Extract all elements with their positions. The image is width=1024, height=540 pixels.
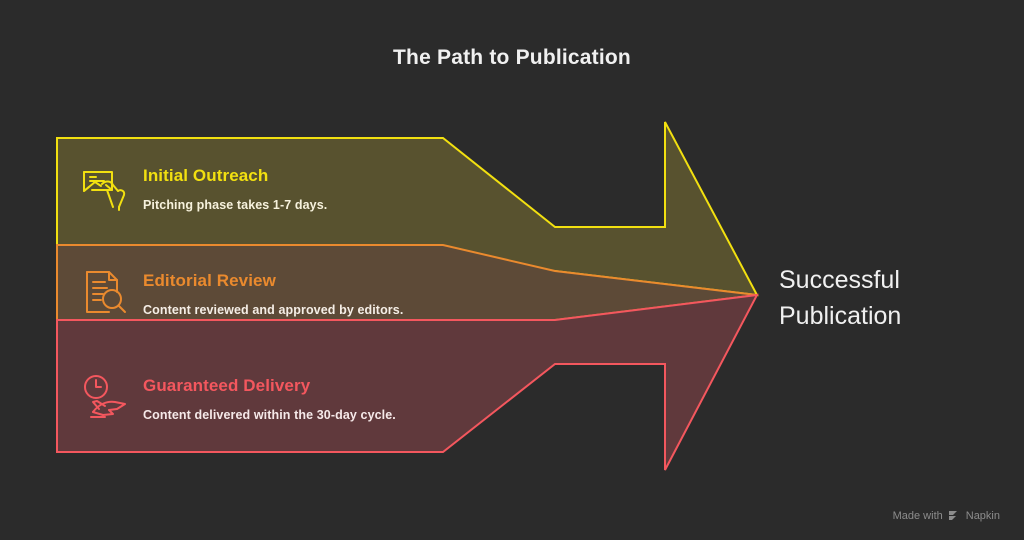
envelope-in-hand-icon <box>83 171 126 211</box>
napkin-logo-icon <box>948 511 957 520</box>
watermark: Made with Napkin <box>893 509 1000 522</box>
stage-text-2: Editorial Review Content reviewed and ap… <box>143 271 403 317</box>
outcome-label: Successful Publication <box>779 266 902 330</box>
document-magnifier-icon <box>86 271 126 313</box>
stage-text-1: Initial Outreach Pitching phase takes 1-… <box>143 166 327 212</box>
stage-band-3[interactable] <box>56 293 759 471</box>
stage-heading: Editorial Review <box>143 271 276 290</box>
stage-text-3: Guaranteed Delivery Content delivered wi… <box>143 376 396 422</box>
stage-description: Content reviewed and approved by editors… <box>143 303 404 317</box>
page-title: The Path to Publication <box>393 46 631 69</box>
watermark-brand: Napkin <box>965 509 1000 522</box>
stage-description: Pitching phase takes 1-7 days. <box>143 198 328 212</box>
stage-description: Content delivered within the 30-day cycl… <box>143 408 396 422</box>
watermark-prefix: Made with <box>892 509 943 522</box>
clock-airplane-icon <box>84 375 126 418</box>
stage-heading: Initial Outreach <box>143 166 269 185</box>
stage-heading: Guaranteed Delivery <box>143 376 311 395</box>
